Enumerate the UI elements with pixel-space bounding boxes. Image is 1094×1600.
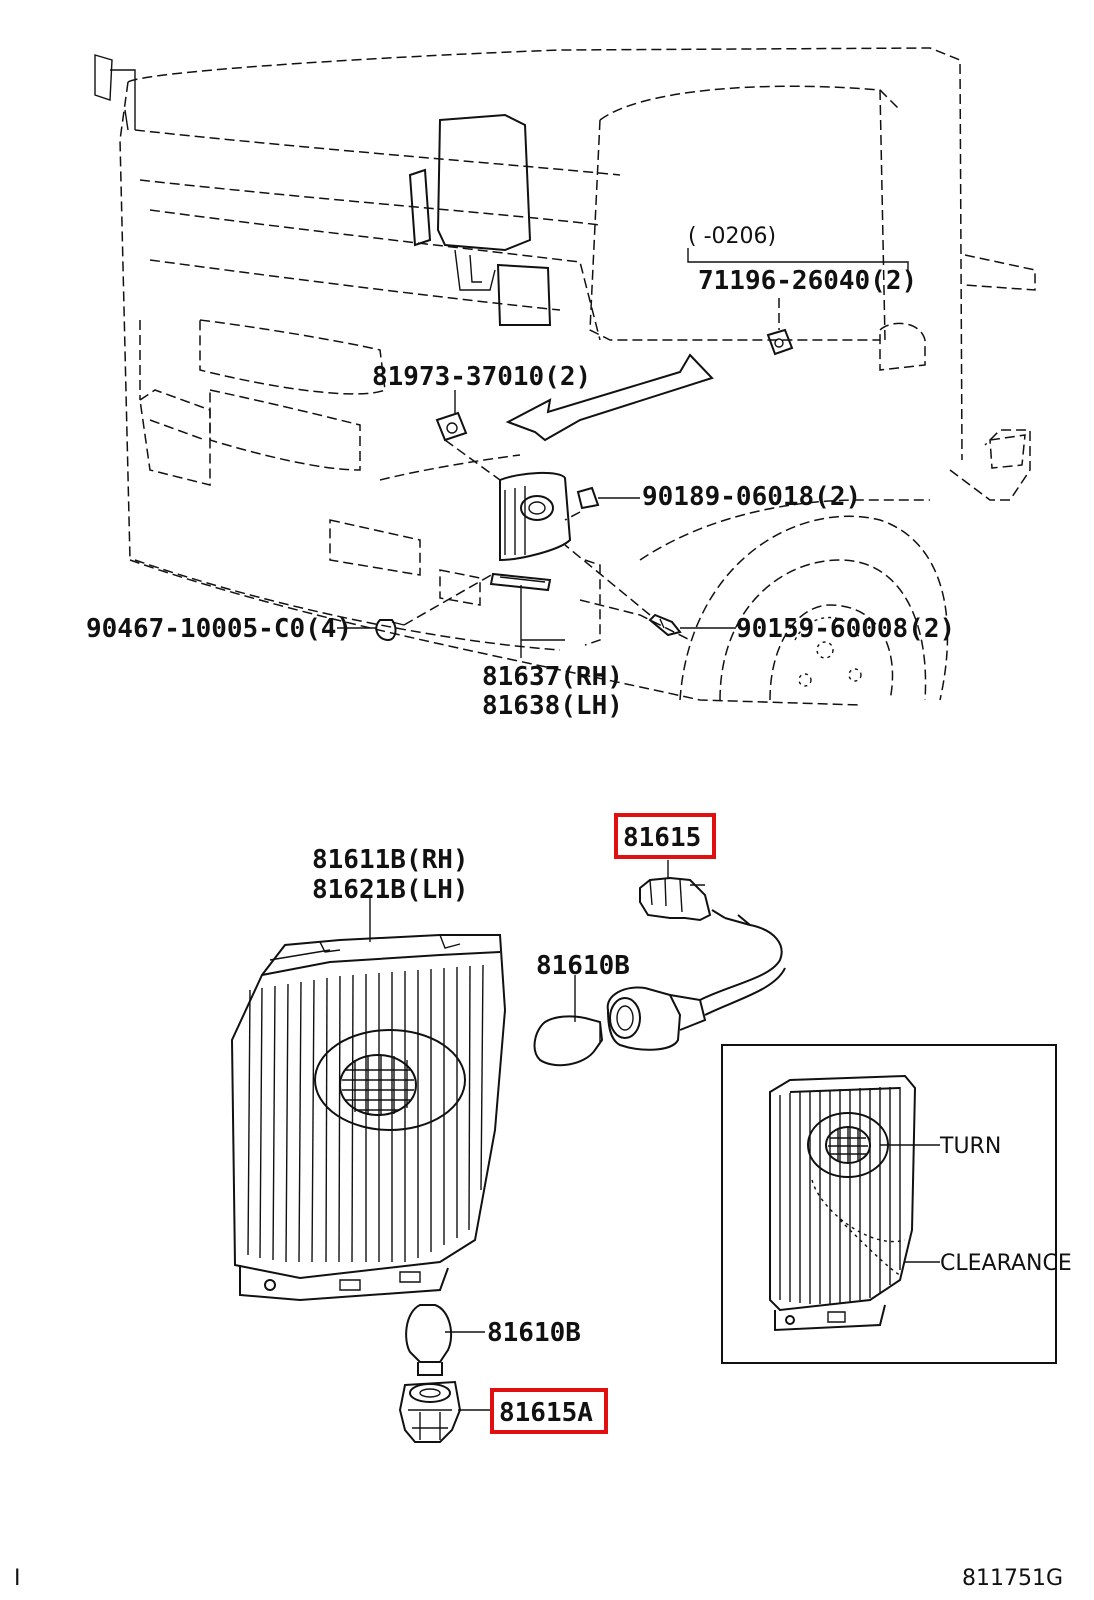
part-label-81621b: 81621B(LH) <box>312 875 469 905</box>
part-label-90467: 90467-10005-C0(4) <box>86 614 352 644</box>
part-label-81610b-top: 81610B <box>536 951 630 981</box>
highlight-box-81615a <box>490 1388 608 1434</box>
inset-panel <box>721 1044 1057 1364</box>
date-range-label: ( -0206) <box>688 224 776 249</box>
part-label-81637: 81637(RH) <box>482 662 623 692</box>
cab-illustration <box>94 47 1036 706</box>
part-label-81973: 81973-37010(2) <box>372 362 591 392</box>
highlight-box-81615 <box>614 813 716 859</box>
part-label-71196: 71196-26040(2) <box>698 266 917 296</box>
part-label-90189: 90189-06018(2) <box>642 482 861 512</box>
part-label-81615[interactable]: 81615 <box>623 823 701 853</box>
figure-code: 811751G <box>962 1566 1063 1591</box>
part-label-81615a[interactable]: 81615A <box>499 1398 593 1428</box>
inset-label-turn: TURN <box>939 1134 1001 1159</box>
part-label-81611b: 81611B(RH) <box>312 845 469 875</box>
part-label-90159: 90159-60008(2) <box>736 614 955 644</box>
part-label-81610b-bottom: 81610B <box>487 1318 581 1348</box>
left-mark: I <box>14 1566 21 1591</box>
part-label-81638: 81638(LH) <box>482 691 623 721</box>
inset-label-clearance: CLEARANCE <box>940 1251 1072 1276</box>
lamp-assembly <box>230 860 786 1443</box>
